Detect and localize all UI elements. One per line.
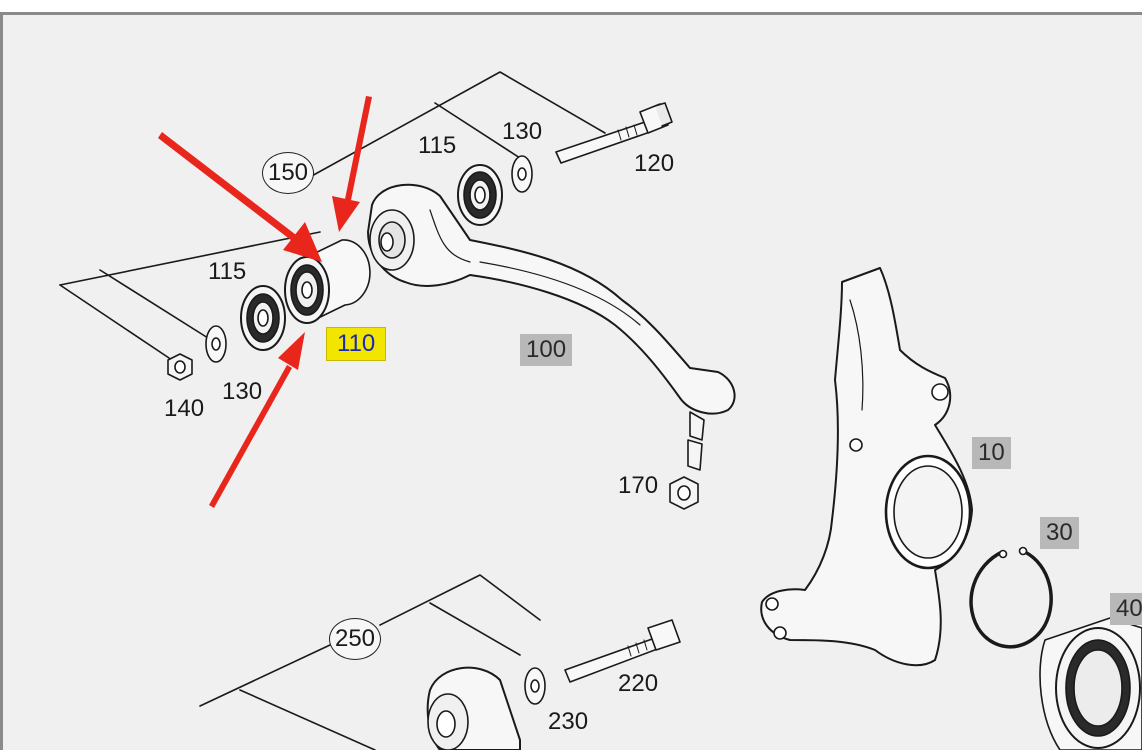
lower-control-arm bbox=[426, 666, 521, 750]
leader-line-150 bbox=[289, 71, 606, 189]
top-border bbox=[0, 0, 1142, 15]
label-230: 230 bbox=[548, 708, 589, 735]
label-115-left: 115 bbox=[208, 258, 247, 285]
label-115-top: 115 bbox=[418, 132, 457, 159]
nut-140 bbox=[167, 353, 193, 381]
arrow-upper-left bbox=[158, 132, 322, 262]
label-30: 30 bbox=[1040, 517, 1079, 549]
nut-170 bbox=[669, 476, 699, 510]
callout-250: 250 bbox=[329, 618, 381, 660]
washer-130-top bbox=[511, 155, 533, 193]
snap-ring-30 bbox=[969, 546, 1053, 649]
steering-knuckle-10 bbox=[760, 267, 973, 667]
bolt-120 bbox=[555, 102, 673, 164]
red-arrows bbox=[158, 96, 372, 508]
washer-130-left bbox=[205, 325, 227, 363]
label-130-top: 130 bbox=[502, 118, 543, 145]
bushing-115-top bbox=[457, 164, 503, 226]
callout-150: 150 bbox=[262, 152, 314, 194]
control-arm-100 bbox=[367, 183, 736, 471]
leader-line-250 bbox=[199, 644, 331, 707]
bolt-220 bbox=[564, 619, 681, 683]
label-170: 170 bbox=[618, 472, 659, 499]
wheel-bearing-40 bbox=[1039, 617, 1142, 750]
label-10: 10 bbox=[972, 437, 1011, 469]
arrow-top bbox=[332, 96, 372, 232]
washer-230 bbox=[524, 667, 546, 705]
bushing-115-left bbox=[240, 285, 286, 351]
label-100: 100 bbox=[520, 334, 573, 366]
leader-line-left bbox=[59, 231, 321, 286]
left-border bbox=[0, 14, 3, 750]
label-120: 120 bbox=[634, 150, 675, 177]
label-140: 140 bbox=[164, 395, 205, 422]
label-130-left: 130 bbox=[222, 378, 263, 405]
label-220: 220 bbox=[618, 670, 659, 697]
label-110-highlighted: 110 bbox=[326, 327, 387, 361]
arrow-bottom bbox=[209, 332, 305, 508]
label-40: 40 bbox=[1110, 593, 1142, 625]
